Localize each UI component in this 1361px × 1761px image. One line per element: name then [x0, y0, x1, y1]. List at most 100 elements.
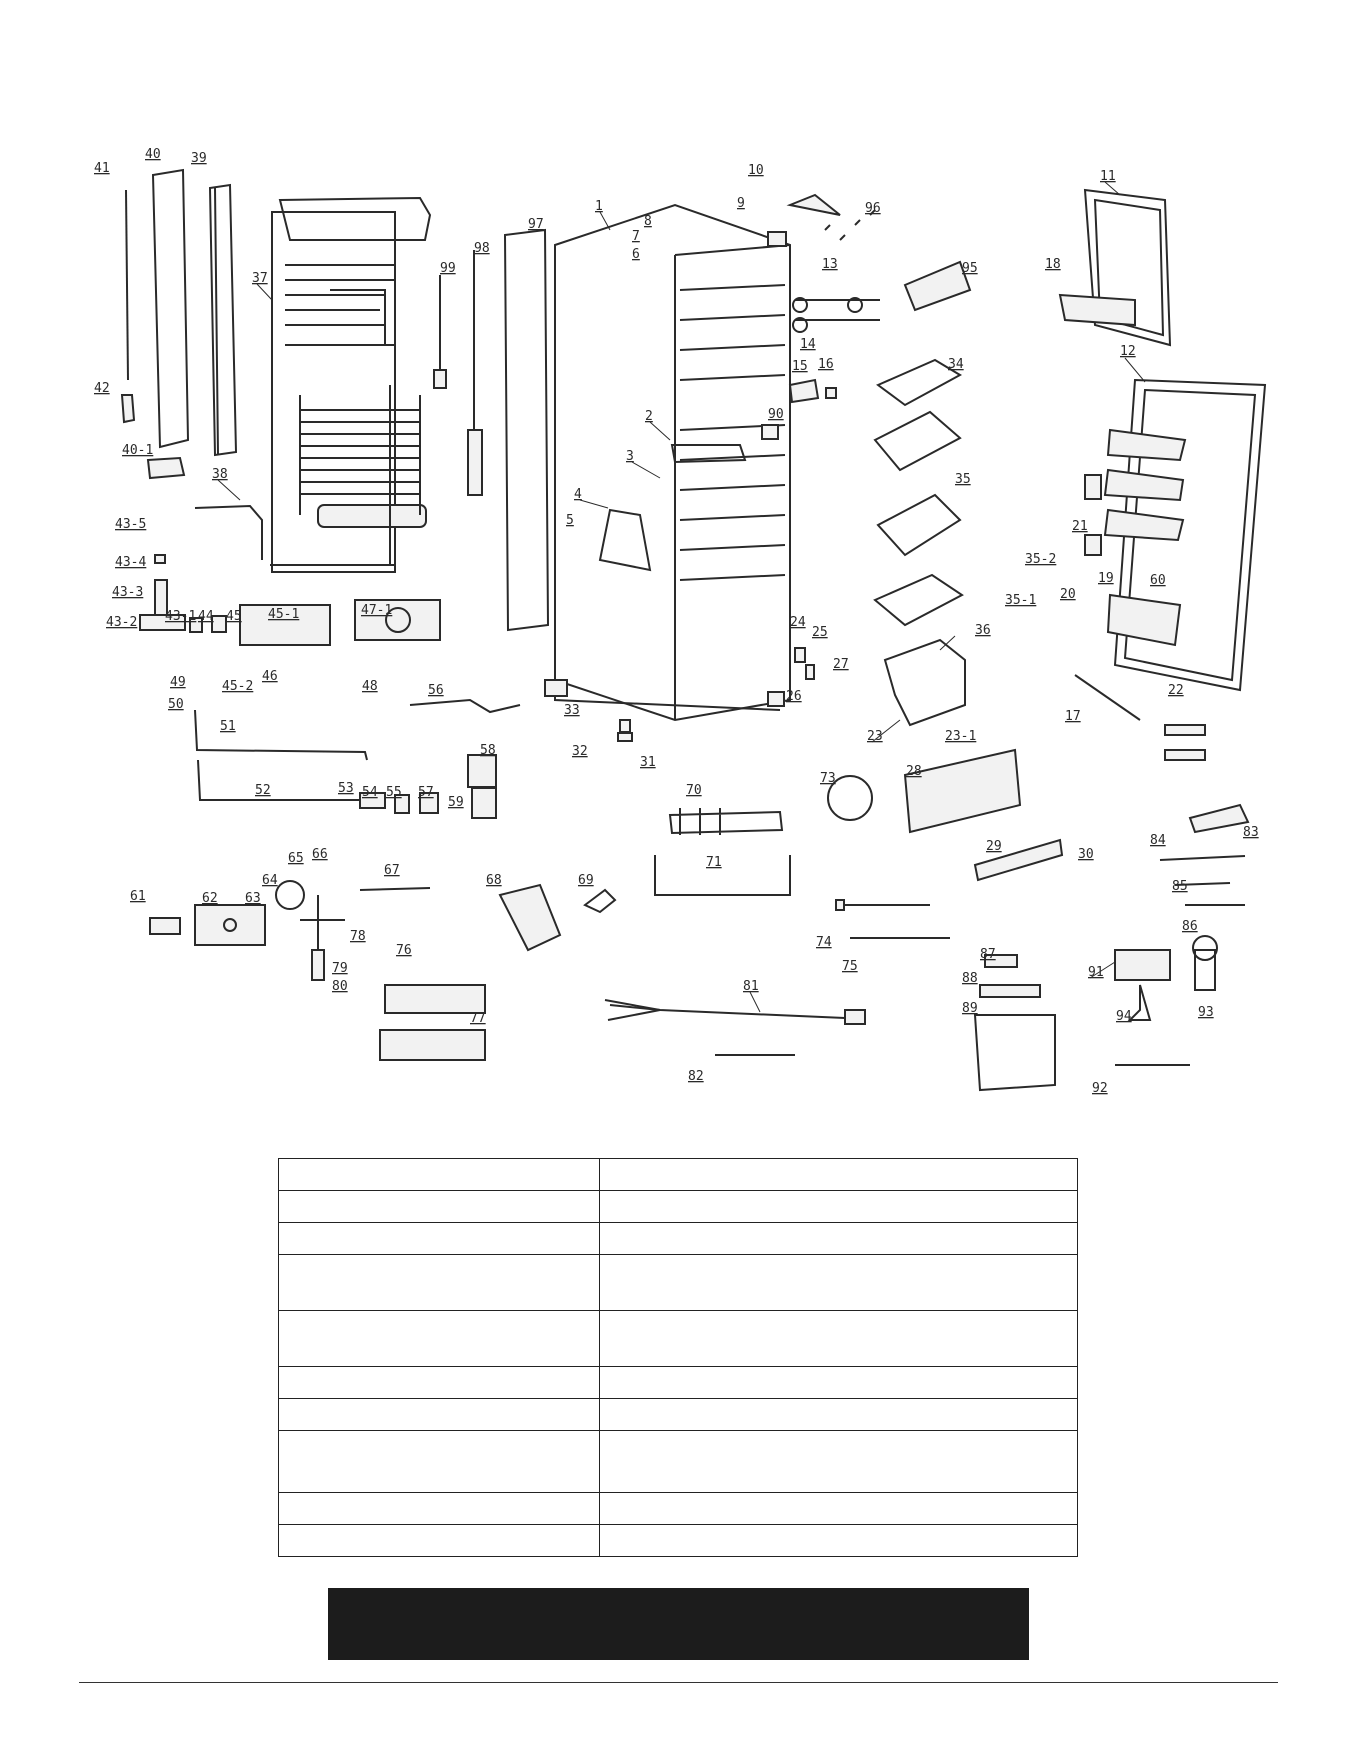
label-74: 74	[816, 935, 832, 950]
label-94: 94	[1116, 1009, 1132, 1024]
shelves	[873, 358, 966, 727]
label-62: 62	[202, 891, 218, 906]
black-banner	[328, 1588, 1029, 1660]
table-cell	[278, 1492, 600, 1525]
label-73: 73	[820, 771, 836, 786]
label-18: 18	[1045, 257, 1061, 272]
label-23: 23	[867, 729, 883, 744]
label-63: 63	[245, 891, 261, 906]
label-7: 7	[632, 229, 640, 244]
table-row	[278, 1366, 1078, 1399]
label-32: 32	[572, 744, 588, 759]
table-cell	[278, 1524, 600, 1557]
table-row	[278, 1398, 1078, 1431]
label-67: 67	[384, 863, 400, 878]
label-83: 83	[1243, 825, 1259, 840]
label-25: 25	[812, 625, 828, 640]
label-81: 81	[743, 979, 759, 994]
label-80: 80	[332, 979, 348, 994]
label-21: 21	[1072, 519, 1088, 534]
gas-lines	[194, 698, 521, 819]
label-17: 17	[1065, 709, 1081, 724]
label-35: 35	[955, 472, 971, 487]
table-row	[278, 1310, 1078, 1367]
table-cell	[278, 1254, 600, 1311]
label-10: 10	[748, 163, 764, 178]
label-53: 53	[338, 781, 354, 796]
label-51: 51	[220, 719, 236, 734]
label-23-1: 23-1	[945, 729, 976, 744]
table-cell	[599, 1430, 1078, 1493]
label-58: 58	[480, 743, 496, 758]
table-cell	[278, 1310, 600, 1367]
label-43-1: 43-1	[165, 609, 196, 624]
label-84: 84	[1150, 833, 1166, 848]
label-36: 36	[975, 623, 991, 638]
label-8: 8	[644, 214, 652, 229]
label-9: 9	[737, 196, 745, 211]
label-97: 97	[528, 217, 544, 232]
table-row	[278, 1492, 1078, 1525]
table-cell	[278, 1190, 600, 1223]
label-93: 93	[1198, 1005, 1214, 1020]
label-5: 5	[566, 513, 574, 528]
label-28: 28	[906, 764, 922, 779]
label-30: 30	[1078, 847, 1094, 862]
side-panel	[433, 228, 550, 632]
label-40-1: 40-1	[122, 443, 153, 458]
label-43-2: 43-2	[106, 615, 137, 630]
table-row	[278, 1158, 1078, 1191]
part-labels: 1 2 3 4 5 6 7 8 9 10 11 12 13 14 15 16 1…	[94, 147, 1259, 1096]
label-4: 4	[574, 487, 582, 502]
table-cell	[278, 1430, 600, 1493]
table-row	[278, 1430, 1078, 1493]
label-31: 31	[640, 755, 656, 770]
label-43-4: 43-4	[115, 555, 146, 570]
label-46: 46	[262, 669, 278, 684]
label-42: 42	[94, 381, 110, 396]
label-40: 40	[145, 147, 161, 162]
label-89: 89	[962, 1001, 978, 1016]
leader-lines	[217, 181, 1146, 1013]
label-45-1: 45-1	[268, 607, 299, 622]
label-64: 64	[262, 873, 278, 888]
door-small-parts	[1074, 474, 1206, 761]
table-row	[278, 1190, 1078, 1223]
footer-divider	[79, 1682, 1278, 1683]
label-22: 22	[1168, 683, 1184, 698]
label-15: 15	[792, 359, 808, 374]
table-cell	[599, 1222, 1078, 1255]
label-59: 59	[448, 795, 464, 810]
label-66: 66	[312, 847, 328, 862]
label-37: 37	[252, 271, 268, 286]
table-cell	[599, 1254, 1078, 1311]
table-cell	[599, 1524, 1078, 1557]
label-16: 16	[818, 357, 834, 372]
table-cell	[278, 1398, 600, 1431]
label-24: 24	[790, 615, 806, 630]
table-cell	[599, 1492, 1078, 1525]
doors	[1058, 188, 1267, 692]
label-65: 65	[288, 851, 304, 866]
label-85: 85	[1172, 879, 1188, 894]
label-20: 20	[1060, 587, 1076, 602]
table-cell	[599, 1158, 1078, 1191]
label-33: 33	[564, 703, 580, 718]
left-rail-parts	[120, 168, 395, 566]
label-45-2: 45-2	[222, 679, 253, 694]
label-56: 56	[428, 683, 444, 698]
table-row	[278, 1222, 1078, 1255]
label-96: 96	[865, 201, 881, 216]
cooling-unit	[271, 196, 432, 573]
label-35-2: 35-2	[1025, 552, 1056, 567]
label-82: 82	[688, 1069, 704, 1084]
label-78: 78	[350, 929, 366, 944]
label-92: 92	[1092, 1081, 1108, 1096]
lower-left-parts	[379, 883, 617, 1061]
label-26: 26	[786, 689, 802, 704]
label-88: 88	[962, 971, 978, 986]
label-98: 98	[474, 241, 490, 256]
label-68: 68	[486, 873, 502, 888]
regulator-group	[149, 880, 431, 981]
label-3: 3	[626, 449, 634, 464]
